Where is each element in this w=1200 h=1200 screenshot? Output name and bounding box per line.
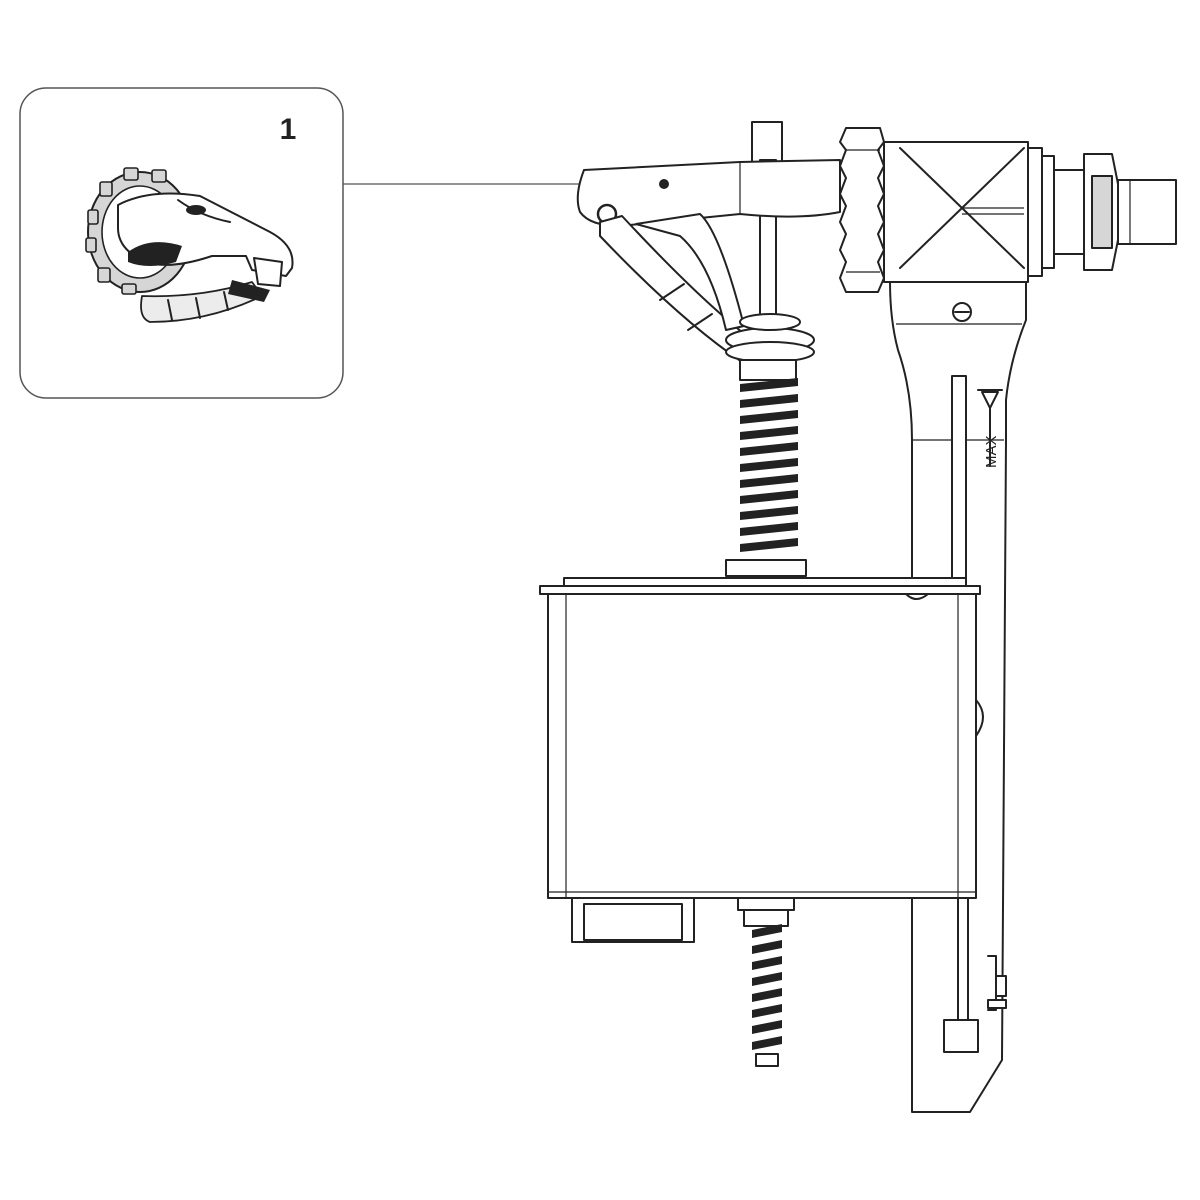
inlet-connector (1027, 147, 1177, 277)
callout-valve-tip-detail (85, 167, 294, 323)
detail-callout: 1 (19, 87, 600, 399)
max-level-marker: MAX (951, 375, 1003, 583)
float-arm-linkage (599, 213, 815, 363)
callout-number: 1 (280, 113, 297, 146)
main-spring (725, 359, 807, 577)
max-label: MAX (983, 435, 1000, 468)
valve-head-housing (883, 141, 1029, 283)
union-nut (839, 127, 885, 293)
fill-valve-assembly: MAX (539, 121, 1177, 1113)
bottom-weight (571, 897, 695, 943)
adjusting-screw (737, 897, 795, 1067)
float-box (539, 577, 984, 899)
lower-column-details (943, 897, 1007, 1053)
top-shaft (751, 121, 783, 347)
lever-housing (576, 159, 841, 227)
